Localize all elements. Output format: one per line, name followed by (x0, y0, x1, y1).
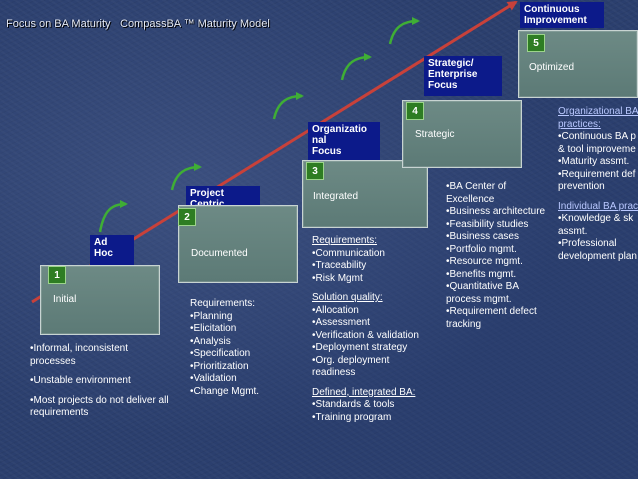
notes-item: •Prioritization (190, 360, 249, 372)
notes-item: •Specification (190, 348, 251, 359)
stage-badge-5: 5 (527, 34, 545, 52)
notes-item: •BA Center of Excellence (446, 181, 507, 205)
notes-item: •Business architecture (446, 206, 546, 217)
notes-item: •Change Mgmt. (190, 385, 260, 397)
step-arrow-3-4 (272, 92, 304, 120)
stage-label-optimized: Optimized (529, 62, 575, 73)
stage-box-documented: Documented (178, 205, 298, 283)
stage-badge-3: 3 (306, 162, 324, 180)
notes-heading: Individual BA prac (558, 200, 638, 212)
stage-label-initial: Initial (53, 294, 77, 305)
notes-item: •Assessment (312, 317, 370, 328)
stage-notes-3: Requirements:•Communication•Traceability… (312, 235, 442, 424)
notes-item: •Professional development plan (558, 238, 637, 262)
stage-badge-4: 4 (406, 102, 424, 120)
notes-spacer (30, 388, 190, 395)
focus-label-strategic-enterprise: Strategic/ Enterprise Focus (424, 56, 502, 96)
notes-item: •Most projects do not deliver all requir… (30, 394, 169, 419)
notes-item: •Traceability (312, 260, 367, 271)
notes-item: Requirements: (190, 298, 256, 309)
notes-item: •Elicitation (190, 323, 237, 334)
notes-item: •Continuous BA p & tool improveme (558, 131, 636, 155)
notes-item: •Informal, inconsistent processes (30, 343, 128, 367)
notes-heading: Requirements: (312, 235, 378, 246)
page-title: Focus on BA Maturity (6, 18, 111, 30)
step-arrow-5-top (388, 17, 420, 45)
notes-item: •Verification & validation (312, 329, 419, 341)
notes-item: •Knowledge & sk assmt. (558, 213, 634, 237)
stage-badge-2: 2 (178, 208, 196, 226)
notes-item: •Standards & tools (312, 399, 395, 410)
notes-item: •Training program (312, 411, 392, 423)
notes-item: •Planning (190, 310, 233, 322)
notes-item: •Communication (312, 247, 385, 259)
notes-heading: Organizational BA practices: (558, 106, 638, 130)
notes-item: •Benefits mgmt. (446, 268, 517, 280)
stage-box-strategic: Strategic (402, 100, 522, 168)
stage-label-documented: Documented (191, 248, 248, 259)
stage-label-strategic: Strategic (415, 129, 455, 140)
stage-notes-1: •Informal, inconsistent processes •Unstab… (30, 343, 190, 420)
notes-item: •Requirement defect tracking (446, 306, 537, 330)
notes-spacer (558, 194, 638, 201)
focus-label-organizational-focus: Organizatio nal Focus (308, 122, 380, 160)
notes-item: •Risk Mgmt (312, 272, 363, 284)
notes-item: •Allocation (312, 304, 359, 316)
notes-spacer (312, 380, 442, 387)
notes-spacer (30, 368, 190, 375)
notes-item: •Unstable environment (30, 375, 131, 386)
notes-item: •Maturity assmt. (558, 156, 630, 167)
step-arrow-1-2 (98, 200, 128, 233)
notes-heading: Solution quality: (312, 292, 383, 303)
stage-notes-2: Requirements:•Planning•Elicitation•Analy… (190, 298, 300, 398)
notes-item: •Resource mgmt. (446, 256, 523, 267)
stage-badge-1: 1 (48, 266, 66, 284)
stage-notes-4: •BA Center of Excellence•Business archit… (446, 181, 556, 331)
notes-heading: Defined, integrated BA: (312, 386, 416, 398)
notes-item: •Deployment strategy (312, 342, 408, 353)
notes-item: •Validation (190, 373, 237, 384)
step-arrow-2-3 (170, 163, 202, 191)
notes-item: •Portfolio mgmt. (446, 243, 517, 255)
stage-label-integrated: Integrated (313, 191, 359, 202)
notes-item: •Business cases (446, 231, 519, 242)
stage-notes-5: Organizational BA practices:•Continuous … (558, 106, 638, 263)
focus-label-ad-hoc: Ad Hoc (90, 235, 134, 265)
notes-spacer (312, 285, 442, 292)
notes-item: •Analysis (190, 335, 231, 347)
step-arrow-4-5 (340, 53, 372, 81)
notes-item: •Quantitative BA process mgmt. (446, 281, 519, 305)
page-subtitle: CompassBA ™ Maturity Model (120, 18, 270, 30)
focus-label-continuous-improvement: Continuous Improvement (520, 2, 604, 28)
notes-item: •Org. deployment readiness (312, 354, 390, 379)
notes-item: •Feasibility studies (446, 218, 529, 230)
notes-item: •Requirement def prevention (558, 168, 636, 193)
